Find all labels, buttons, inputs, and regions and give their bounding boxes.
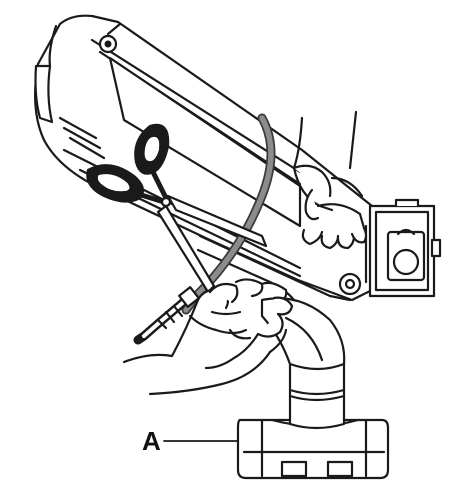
arm-main-body bbox=[34, 14, 374, 302]
arm-elbow bbox=[260, 297, 346, 371]
cable-tie bbox=[133, 113, 276, 345]
arm-post bbox=[288, 360, 346, 430]
vesa-mount-plate bbox=[338, 198, 442, 298]
scissors bbox=[86, 123, 268, 294]
monitor-arm-base bbox=[236, 418, 390, 480]
left-hand bbox=[122, 278, 294, 396]
right-hand bbox=[292, 110, 368, 250]
callout-a-label: A bbox=[142, 426, 161, 456]
